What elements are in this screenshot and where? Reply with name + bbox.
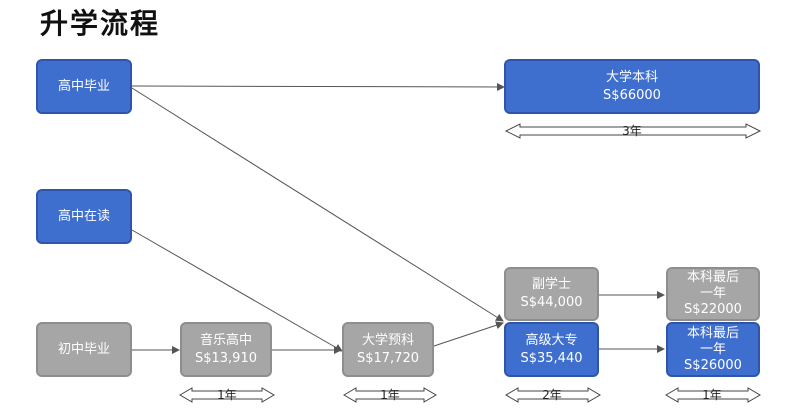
duration-arrow-mid — [505, 387, 601, 403]
node-associate: 副学士 S$44,000 — [504, 267, 599, 321]
node-bachelor: 大学本科 S$66000 — [504, 59, 760, 114]
connector-prep-to-hnd — [433, 321, 504, 347]
node-in-hs: 高中在读 — [36, 189, 132, 244]
duration-label-prep: 1年 — [380, 388, 400, 402]
node-final-year-blue: 本科最后 一年 S$26000 — [666, 322, 760, 377]
node-music-hs: 音乐高中 S$13,910 — [180, 322, 272, 377]
node-grad-ms: 初中毕业 — [36, 322, 132, 377]
duration-label-final: 1年 — [702, 388, 722, 402]
node-grad-hs: 高中毕业 — [36, 59, 132, 114]
connector-grad-hs-to-bachelor — [131, 82, 505, 91]
node-prep: 大学预科 S$17,720 — [342, 322, 434, 377]
node-hnd: 高级大专 S$35,440 — [504, 322, 599, 377]
connector-in-hs-to-prep — [131, 229, 343, 352]
page-title: 升学流程 — [40, 7, 161, 40]
connector-grad-hs-to-hnd — [131, 87, 504, 322]
duration-label-bachelor: 3年 — [622, 124, 642, 138]
node-final-year-gray: 本科最后 一年 S$22000 — [666, 267, 760, 321]
duration-arrow-bachelor — [504, 123, 762, 139]
duration-arrow-final — [665, 387, 761, 403]
duration-arrow-prep — [343, 387, 437, 403]
duration-label-music: 1年 — [217, 388, 237, 402]
duration-arrow-music — [179, 387, 275, 403]
duration-label-mid: 2年 — [542, 388, 562, 402]
